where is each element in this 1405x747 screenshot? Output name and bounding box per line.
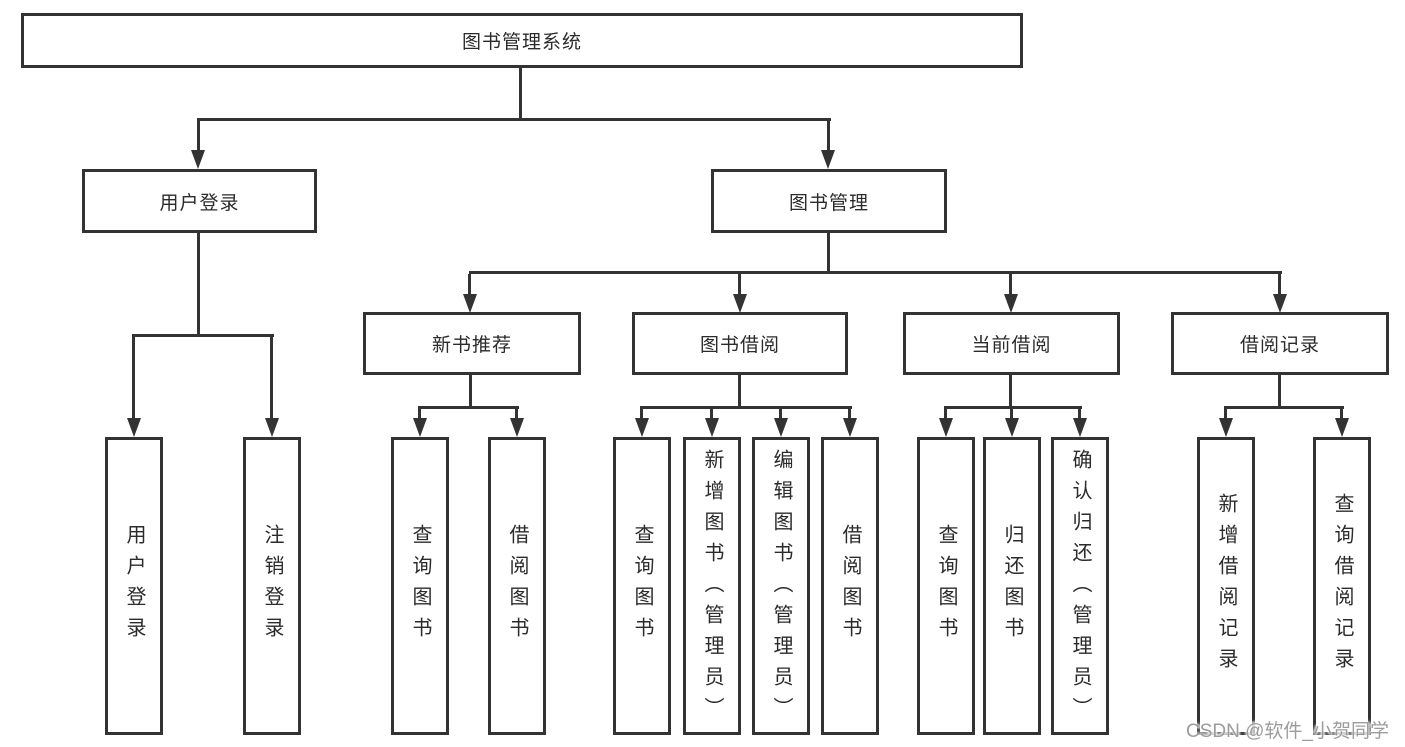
connector-line (197, 121, 200, 151)
arrow-down-icon (463, 294, 477, 313)
connector-line (270, 337, 273, 419)
connector-line (1278, 375, 1281, 408)
leaf-logout-label: 注销登录 (261, 524, 283, 648)
connector-line (779, 409, 782, 419)
leaf-recommend-query-books-label: 查询图书 (409, 524, 431, 648)
arrow-down-icon (127, 418, 141, 437)
arrow-down-icon (733, 294, 747, 313)
connector-line (640, 409, 643, 419)
arrow-down-icon (821, 150, 835, 169)
arrow-down-icon (939, 418, 953, 437)
leaf-logout: 注销登录 (243, 437, 301, 735)
node-borrow-records-label: 借阅记录 (1239, 335, 1320, 356)
leaf-recommend-query-books: 查询图书 (391, 437, 449, 735)
connector-line (1010, 409, 1013, 419)
arrow-down-icon (1273, 294, 1287, 313)
watermark: CSDN @软件_小贺同学 (1186, 721, 1389, 742)
leaf-user-login-label: 用户登录 (123, 524, 145, 648)
connector-line (1224, 406, 1344, 409)
connector-line (710, 409, 713, 419)
connector-line (944, 409, 947, 419)
leaf-current-query-books-label: 查询图书 (935, 524, 957, 648)
connector-line (132, 334, 274, 337)
node-book-borrow: 图书借阅 (632, 312, 848, 375)
arrow-down-icon (705, 418, 719, 437)
leaf-borrow-edit-books-admin: 编辑图书（管理员） (752, 437, 810, 735)
leaf-current-confirm-return-admin-label: 确认归还（管理员） (1069, 449, 1091, 728)
connector-line (640, 406, 852, 409)
node-current-borrow: 当前借阅 (903, 312, 1120, 375)
arrow-down-icon (843, 418, 857, 437)
connector-line (197, 233, 200, 336)
connector-line (469, 271, 1282, 274)
arrow-down-icon (1219, 418, 1233, 437)
arrow-down-icon (1335, 418, 1349, 437)
arrow-down-icon (774, 418, 788, 437)
connector-line (469, 375, 472, 408)
leaf-borrow-query-books-label: 查询图书 (631, 524, 653, 648)
leaf-records-add-record: 新增借阅记录 (1197, 437, 1255, 735)
node-user-login: 用户登录 (82, 169, 317, 233)
leaf-borrow-borrow-books: 借阅图书 (821, 437, 879, 735)
connector-line (827, 121, 830, 151)
node-new-book-recommend: 新书推荐 (363, 312, 581, 375)
leaf-user-login: 用户登录 (105, 437, 163, 735)
leaf-records-add-record-label: 新增借阅记录 (1215, 493, 1237, 679)
connector-line (468, 274, 471, 295)
connector-line (1278, 274, 1281, 295)
leaf-borrow-add-books-admin-label: 新增图书（管理员） (701, 449, 723, 728)
connector-line (1078, 409, 1081, 419)
leaf-current-return-books: 归还图书 (983, 437, 1041, 735)
connector-line (1009, 375, 1012, 408)
connector-line (848, 409, 851, 419)
arrow-down-icon (1004, 294, 1018, 313)
node-library-system-label: 图书管理系统 (461, 32, 582, 53)
connector-line (1009, 274, 1012, 295)
leaf-records-query-record-label: 查询借阅记录 (1331, 493, 1353, 679)
arrow-down-icon (1005, 418, 1019, 437)
leaf-borrow-borrow-books-label: 借阅图书 (839, 524, 861, 648)
connector-line (944, 406, 1082, 409)
connector-line (515, 409, 518, 419)
leaf-recommend-borrow-books-label: 借阅图书 (506, 524, 528, 648)
connector-line (738, 375, 741, 408)
connector-line (197, 118, 831, 121)
arrow-down-icon (265, 418, 279, 437)
node-new-book-recommend-label: 新书推荐 (431, 335, 512, 356)
leaf-current-query-books: 查询图书 (917, 437, 975, 735)
arrow-down-icon (191, 150, 205, 169)
node-library-system: 图书管理系统 (21, 13, 1023, 68)
leaf-recommend-borrow-books: 借阅图书 (488, 437, 546, 735)
connector-line (827, 233, 830, 273)
leaf-borrow-edit-books-admin-label: 编辑图书（管理员） (770, 449, 792, 728)
leaf-borrow-add-books-admin: 新增图书（管理员） (683, 437, 741, 735)
arrow-down-icon (413, 418, 427, 437)
leaf-records-query-record: 查询借阅记录 (1313, 437, 1371, 735)
arrow-down-icon (510, 418, 524, 437)
connector-line (519, 68, 522, 120)
leaf-current-confirm-return-admin: 确认归还（管理员） (1051, 437, 1109, 735)
leaf-borrow-query-books: 查询图书 (613, 437, 671, 735)
connector-line (132, 337, 135, 419)
connector-line (418, 406, 519, 409)
connector-line (1224, 409, 1227, 419)
leaf-current-return-books-label: 归还图书 (1001, 524, 1023, 648)
connector-line (418, 409, 421, 419)
arrow-down-icon (635, 418, 649, 437)
node-book-borrow-label: 图书借阅 (699, 335, 780, 356)
connector-line (1340, 409, 1343, 419)
node-borrow-records: 借阅记录 (1171, 312, 1389, 375)
arrow-down-icon (1073, 418, 1087, 437)
connector-line (738, 274, 741, 295)
node-book-management: 图书管理 (711, 169, 947, 233)
node-current-borrow-label: 当前借阅 (971, 335, 1052, 356)
node-user-login-label: 用户登录 (159, 192, 240, 214)
node-book-management-label: 图书管理 (788, 192, 869, 214)
